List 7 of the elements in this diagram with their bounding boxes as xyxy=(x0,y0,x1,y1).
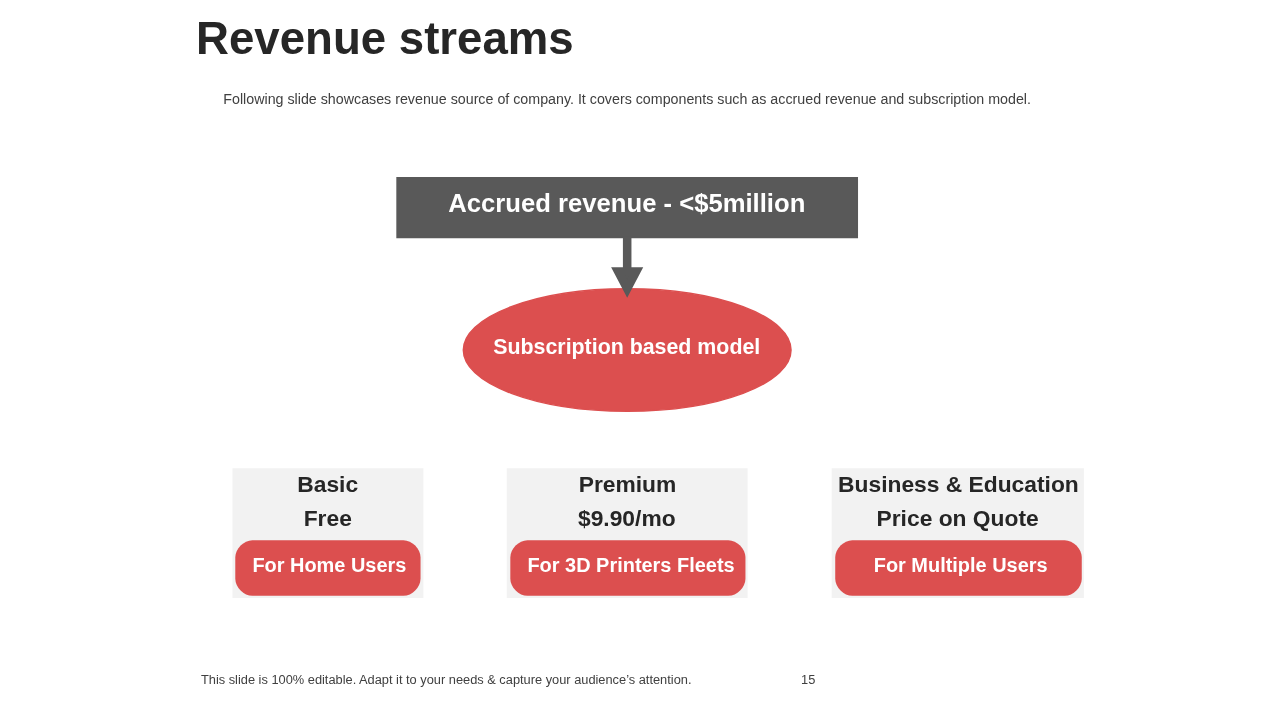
arrow xyxy=(611,237,644,298)
label: Following slide showcases revenue source of company. It covers components such as accrued revenue and subscription model. xyxy=(223,91,1032,108)
node-ellipse: Subscription based model xyxy=(462,288,792,412)
label: This slide is 100% editable. Adapt it to your needs & capture your audience’s attention. xyxy=(200,671,692,687)
label: 15 xyxy=(801,671,816,687)
node-box: Accrued revenue - <$5million xyxy=(396,176,859,239)
diagram-title: Revenue streams xyxy=(196,13,574,65)
